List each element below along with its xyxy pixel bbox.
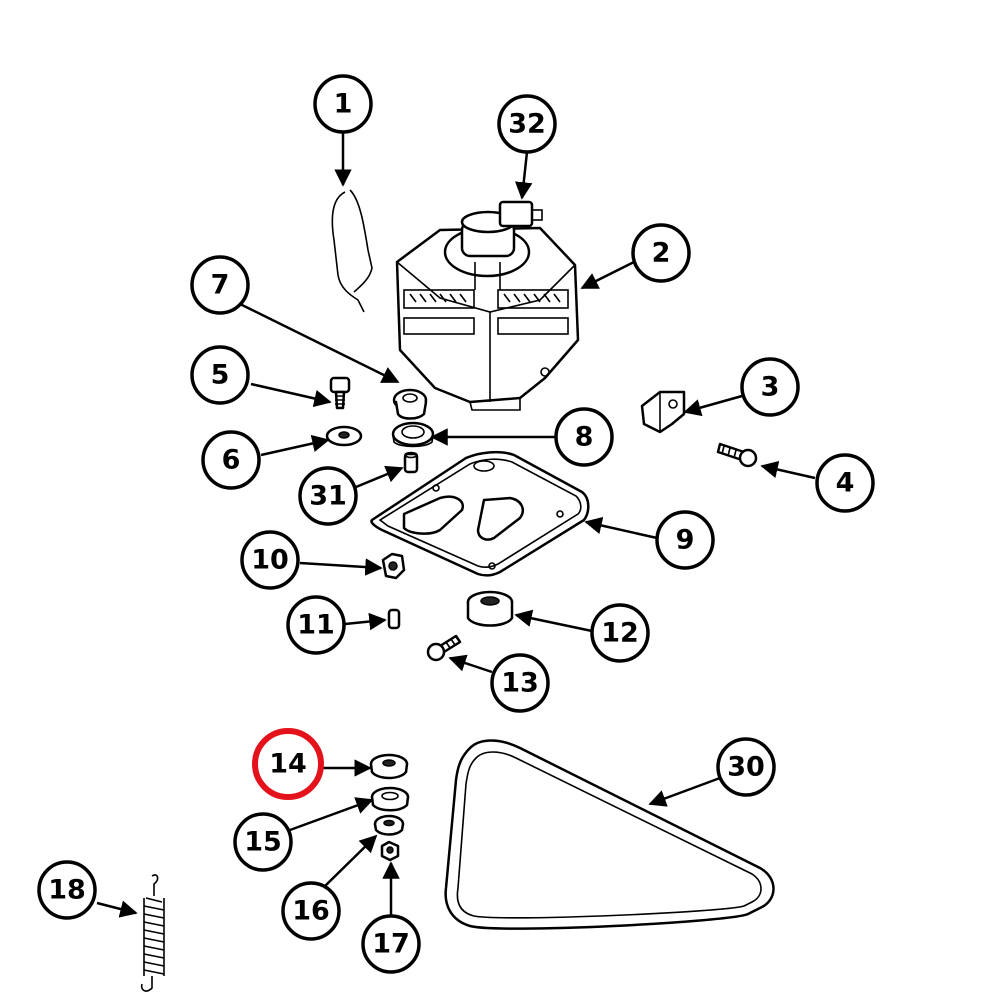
callout-11: 11	[286, 595, 346, 655]
callout-label: 14	[269, 749, 307, 780]
callout-10: 10	[240, 530, 300, 590]
callout-label: 13	[501, 668, 539, 699]
callout-3: 3	[740, 357, 800, 417]
callout-label: 7	[211, 270, 230, 301]
callout-30: 30	[716, 737, 776, 797]
part-14-washer	[369, 753, 409, 780]
callout-label: 1	[334, 89, 353, 120]
callout-label: 18	[48, 875, 86, 906]
callout-label: 10	[251, 545, 289, 576]
callout-13: 13	[490, 653, 550, 713]
callout-label: 8	[575, 422, 594, 453]
callout-17: 17	[361, 914, 421, 974]
callout-label: 11	[297, 610, 335, 641]
part-30-belt	[444, 739, 775, 930]
callout-1: 1	[313, 74, 373, 134]
callout-label: 30	[727, 752, 765, 783]
callout-label: 15	[244, 827, 282, 858]
callout-16: 16	[281, 881, 341, 941]
callout-label: 31	[309, 481, 347, 512]
callout-label: 4	[836, 468, 855, 499]
callout-label: 32	[508, 109, 546, 140]
part-7-grommet	[392, 388, 428, 420]
callout-14-highlighted: 14	[252, 728, 324, 800]
part-15-washer	[370, 786, 410, 812]
callout-32: 32	[497, 94, 557, 154]
part-6-washer	[325, 425, 363, 447]
callout-31: 31	[298, 466, 358, 526]
callout-9: 9	[655, 510, 715, 570]
callout-7: 7	[190, 255, 250, 315]
callout-15: 15	[233, 812, 293, 872]
callout-label: 6	[222, 445, 241, 476]
leader-lines	[96, 132, 816, 918]
callout-label: 2	[652, 238, 671, 269]
callout-label: 12	[601, 618, 639, 649]
callout-label: 17	[372, 929, 410, 960]
callout-label: 9	[676, 525, 695, 556]
part-2-motor	[395, 210, 580, 411]
part-18-spring	[140, 874, 165, 992]
part-11-pin	[387, 608, 401, 630]
part-16-washer	[373, 814, 405, 836]
part-1-wire-clip	[331, 189, 373, 313]
callout-label: 16	[292, 896, 330, 927]
part-31-pin	[403, 451, 419, 474]
part-5-bolt	[329, 376, 351, 410]
callout-18: 18	[37, 860, 97, 920]
part-9-base-plate	[370, 450, 590, 577]
part-32-connector	[498, 200, 543, 228]
callout-label: 3	[761, 372, 780, 403]
callout-5: 5	[190, 345, 250, 405]
callout-2: 2	[631, 223, 691, 283]
part-4-screw	[716, 442, 758, 468]
callout-8: 8	[554, 407, 614, 467]
part-13-screw	[426, 634, 462, 662]
part-10-nut	[381, 552, 406, 580]
part-8-ring	[391, 421, 435, 448]
part-17-nut	[380, 840, 400, 862]
callout-12: 12	[590, 603, 650, 663]
callout-6: 6	[201, 430, 261, 490]
callout-label: 5	[211, 360, 230, 391]
part-3-bracket	[640, 390, 686, 434]
part-12-bushing	[466, 590, 514, 627]
callout-4: 4	[815, 453, 875, 513]
